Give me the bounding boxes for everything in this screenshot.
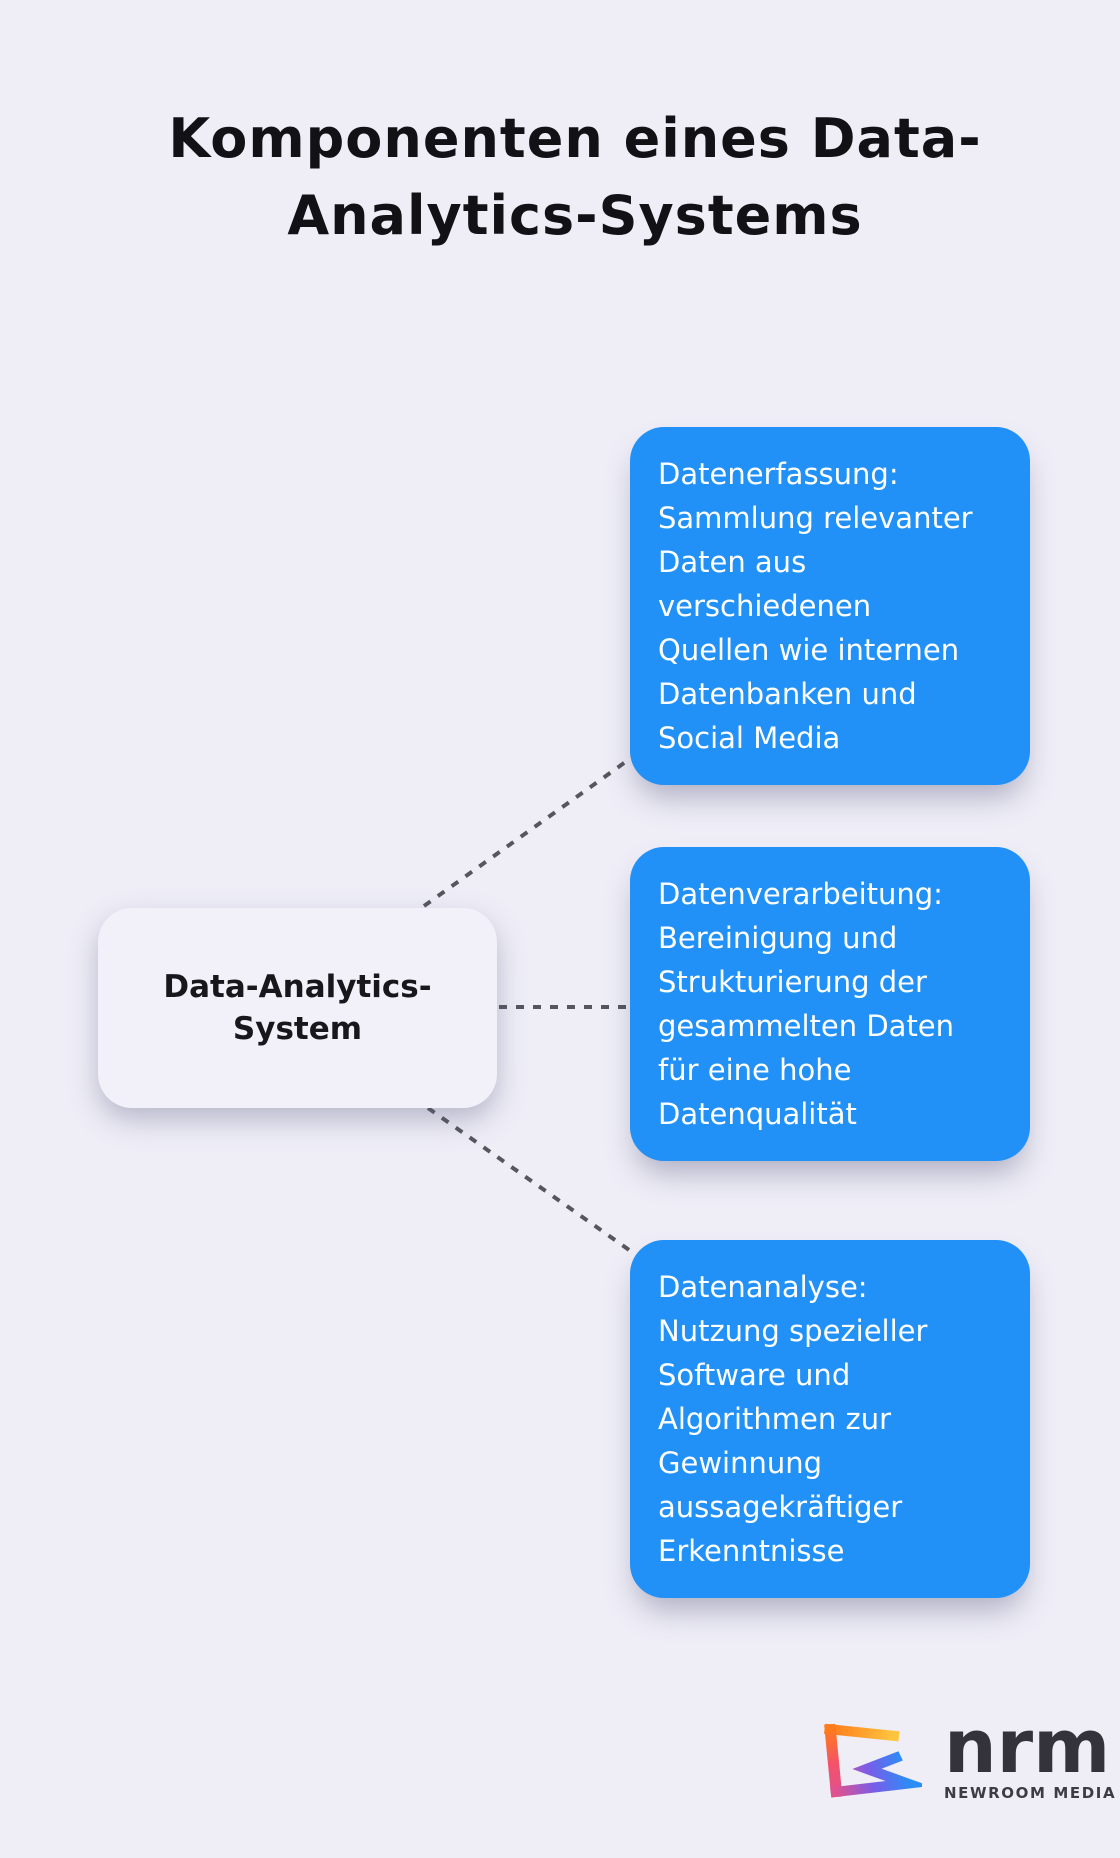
branch-text-line: Software und: [658, 1358, 851, 1392]
page-title: Komponenten eines Data- Analytics-System…: [30, 100, 1120, 254]
branch-text-line: Datenqualität: [658, 1097, 857, 1131]
branch-text-line: aussagekräftiger: [658, 1490, 903, 1524]
branch-text-line: Gewinnung: [658, 1446, 823, 1480]
central-node-label-line-1: Data-Analytics-: [163, 969, 432, 1005]
central-node: Data-Analytics- System: [98, 908, 497, 1108]
branch-text-line: gesammelten Daten: [658, 1009, 955, 1043]
page-title-line-1: Komponenten eines Data-: [168, 107, 982, 170]
branch-text-line: Datenerfassung:: [658, 457, 899, 491]
connector-node-to-datenerfassung: [422, 756, 633, 908]
branch-text-line: Datenverarbeitung:: [658, 877, 943, 911]
branch-text-line: Erkenntnisse: [658, 1534, 845, 1568]
branch-text-line: Bereinigung und: [658, 921, 898, 955]
logo-subtitle: NEWROOM MEDIA: [944, 1784, 1117, 1802]
branch-text-line: Datenbanken und: [658, 677, 917, 711]
branch-text-line: Quellen wie internen: [658, 633, 960, 667]
central-node-label-line-2: System: [232, 1011, 363, 1047]
branch-text-line: Strukturierung der: [658, 965, 927, 999]
central-node-label: Data-Analytics- System: [163, 966, 431, 1050]
newroom-media-logo: nrm NEWROOM MEDIA: [820, 1710, 1116, 1802]
branch-text-line: Social Media: [658, 721, 841, 755]
page-title-line-2: Analytics-Systems: [287, 184, 863, 247]
branch-box-datenerfassung: Datenerfassung: Sammlung relevanter Date…: [630, 427, 1030, 785]
branch-text-line: für eine hohe: [658, 1053, 852, 1087]
newroom-media-logo-mark-icon: [823, 1723, 922, 1798]
branch-box-datenverarbeitung: Datenverarbeitung: Bereinigung und Struk…: [630, 847, 1030, 1161]
branch-box-datenanalyse: Datenanalyse: Nutzung spezieller Softwar…: [630, 1240, 1030, 1598]
branch-text-line: Datenanalyse:: [658, 1270, 868, 1304]
logo-text-column: nrm NEWROOM MEDIA: [944, 1704, 1117, 1802]
branch-text-line: Algorithmen zur: [658, 1402, 891, 1436]
branch-text-line: Nutzung spezieller: [658, 1314, 928, 1348]
logo-name: nrm: [944, 1704, 1111, 1790]
branch-text-line: Sammlung relevanter: [658, 501, 973, 535]
branch-text-line: verschiedenen: [658, 589, 872, 623]
connector-node-to-datenanalyse: [426, 1106, 634, 1254]
branch-text-line: Daten aus: [658, 545, 807, 579]
